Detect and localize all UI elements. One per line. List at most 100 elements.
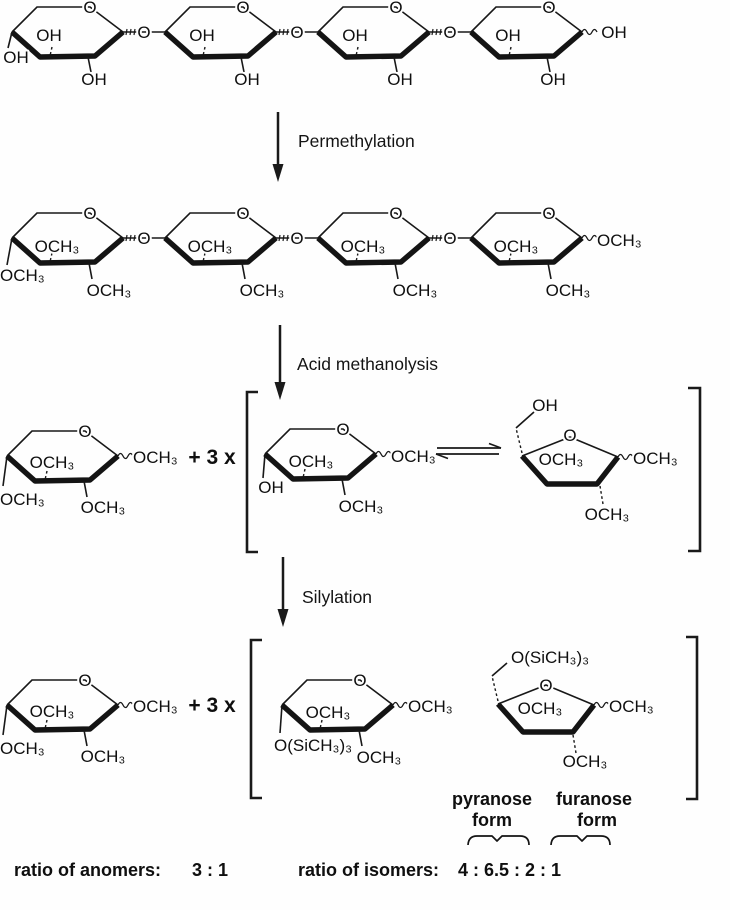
hashed-bond [515,427,523,454]
hydroxyl-label: OH [342,26,368,45]
hydroxyl-label: OH [387,70,413,89]
bond-line [515,411,535,429]
furanose-brace [550,835,611,846]
methoxy-label: OCH₃ [30,702,75,721]
hashed-bond [202,252,206,263]
plus-3x-label: + 3 x [188,446,236,469]
ring-top-bonds [11,212,124,239]
bond-line [87,56,92,73]
anomeric-tick [282,234,285,242]
ring-oxygen-label: O [236,204,249,223]
anomeric-squiggle-bond [375,450,392,458]
anomeric-tick [435,234,438,242]
anomeric-methoxy-label: OCH₃ [391,447,436,466]
bond-line [240,56,245,73]
pyranose-ring-4: O OH OH OH [470,0,629,91]
bond-line [83,480,88,498]
hashed-bond [49,46,53,57]
pyranose-brace [467,835,530,846]
bracket-right [686,635,699,801]
methanolysis-products: O OCH₃ OCH₃ OCH₃ OCH₃ + 3 x O OCH₃ OCH₃ … [0,386,702,554]
hydroxyl-label: OH [81,70,107,89]
methoxy-label: OCH₃ [306,703,351,722]
glycosidic-oxygen-label: O [443,229,456,248]
ring-top-bonds [470,212,583,239]
methoxy-label: OCH₃ [0,266,45,285]
anomeric-methoxy-label: OCH₃ [609,697,654,716]
ratio-anomers-value: 3 : 1 [192,860,228,880]
anomeric-tick [286,234,289,242]
pyranose-ring-4: O OCH₃ OCH₃ OCH₃ [470,202,644,302]
ring-top-bonds [470,6,583,33]
methoxy-label: OCH₃ [339,497,384,516]
anomeric-hydroxyl-label: OH [601,23,627,42]
bond-line [2,704,8,736]
methoxy-label: OCH₃ [240,281,285,300]
ring-top-bonds [164,212,277,239]
ring-oxygen-label: O [389,0,402,17]
hydroxyl-label: OH [258,478,284,497]
arrow-head [277,609,289,627]
anomeric-squiggle-bond [117,452,134,460]
reaction-arrow-silylation: Silylation [277,557,372,627]
bond-line [491,662,508,677]
ring-top-bonds [317,212,430,239]
hashed-bond [49,252,53,263]
pyranose-ring-1: O OH OH OH [1,0,123,91]
permethylated-tetrasaccharide: O OCH₃ OCH₃ OCH₃ O O OCH₃ OCH₃ O O OCH₃ … [0,202,644,302]
bracket-right [688,386,702,553]
anomeric-tick [129,234,132,242]
bond-line [546,56,551,73]
pyranose-form-label2: form [472,810,512,830]
ring-oxygen-label: O [389,204,402,223]
methyl-glycoside-pyranose: O OCH₃ OCH₃ OCH₃ OCH₃ [0,669,180,768]
ring-top-bonds [317,6,430,33]
hashed-bond [599,485,604,505]
glycosidic-oxygen-label: O [290,229,303,248]
ring-oxygen-label: O [336,420,349,439]
anomeric-methoxy-label: OCH₃ [408,697,453,716]
glycosidic-oxygen-label: O [137,229,150,248]
reaction-arrow-acid-methanolysis: Acid methanolysis [274,325,438,400]
ratio-annotations: ratio of anomers: 3 : 1 ratio of isomers… [14,860,561,880]
bond-line [83,729,88,747]
starting-tetrasaccharide: O OH OH OH O O OH OH O O OH OH O [1,0,629,91]
anomeric-tick [278,28,281,36]
methoxy-label: OCH₃ [81,498,126,517]
ring-oxygen-label: O [236,0,249,17]
ring-oxygen-label: O [83,204,96,223]
step-permethylation-label: Permethylation [298,131,415,151]
step-silylation-label: Silylation [302,587,372,607]
anomeric-squiggle-bond [392,701,409,709]
anomeric-methoxy-label: OCH₃ [133,697,178,716]
silylated-pyranose: O OCH₃ OCH₃ O(SiCH₃)₃ OCH₃ [272,669,455,769]
ring-top-bonds [264,428,377,455]
hashed-bond [572,734,577,754]
methoxy-label: OCH₃ [0,739,45,758]
anomeric-tick [286,28,289,36]
hydroxyl-label: OH [189,26,215,45]
anomeric-squiggle-bond [581,234,598,242]
bond-line [88,262,93,280]
furanose-form-label2: form [577,810,617,830]
hydroxyl-label: OH [234,70,260,89]
ratio-isomers-label: ratio of isomers: [298,860,439,880]
anomeric-methoxy-label: OCH₃ [133,448,178,467]
pyranose-ring-3: O OCH₃ OCH₃ [317,202,439,302]
plus-3x-label: + 3 x [188,694,236,717]
pyranose-ring-2: O OCH₃ OCH₃ [164,202,286,302]
hydroxyl-label: OH [36,26,62,45]
ring-top-bonds [281,679,394,706]
bond-line [394,262,399,280]
hashed-bond [202,46,206,57]
hashed-bond [491,675,499,702]
bond-line [7,31,13,49]
methoxy-label: OCH₃ [585,505,630,524]
anomeric-tick [129,28,132,36]
ratio-isomers-value: 4 : 6.5 : 2 : 1 [458,860,561,880]
anomeric-tick [435,28,438,36]
free-oh-pyranose: O OCH₃ OCH₃ OH OCH₃ [256,418,437,518]
anomeric-tick [439,28,442,36]
